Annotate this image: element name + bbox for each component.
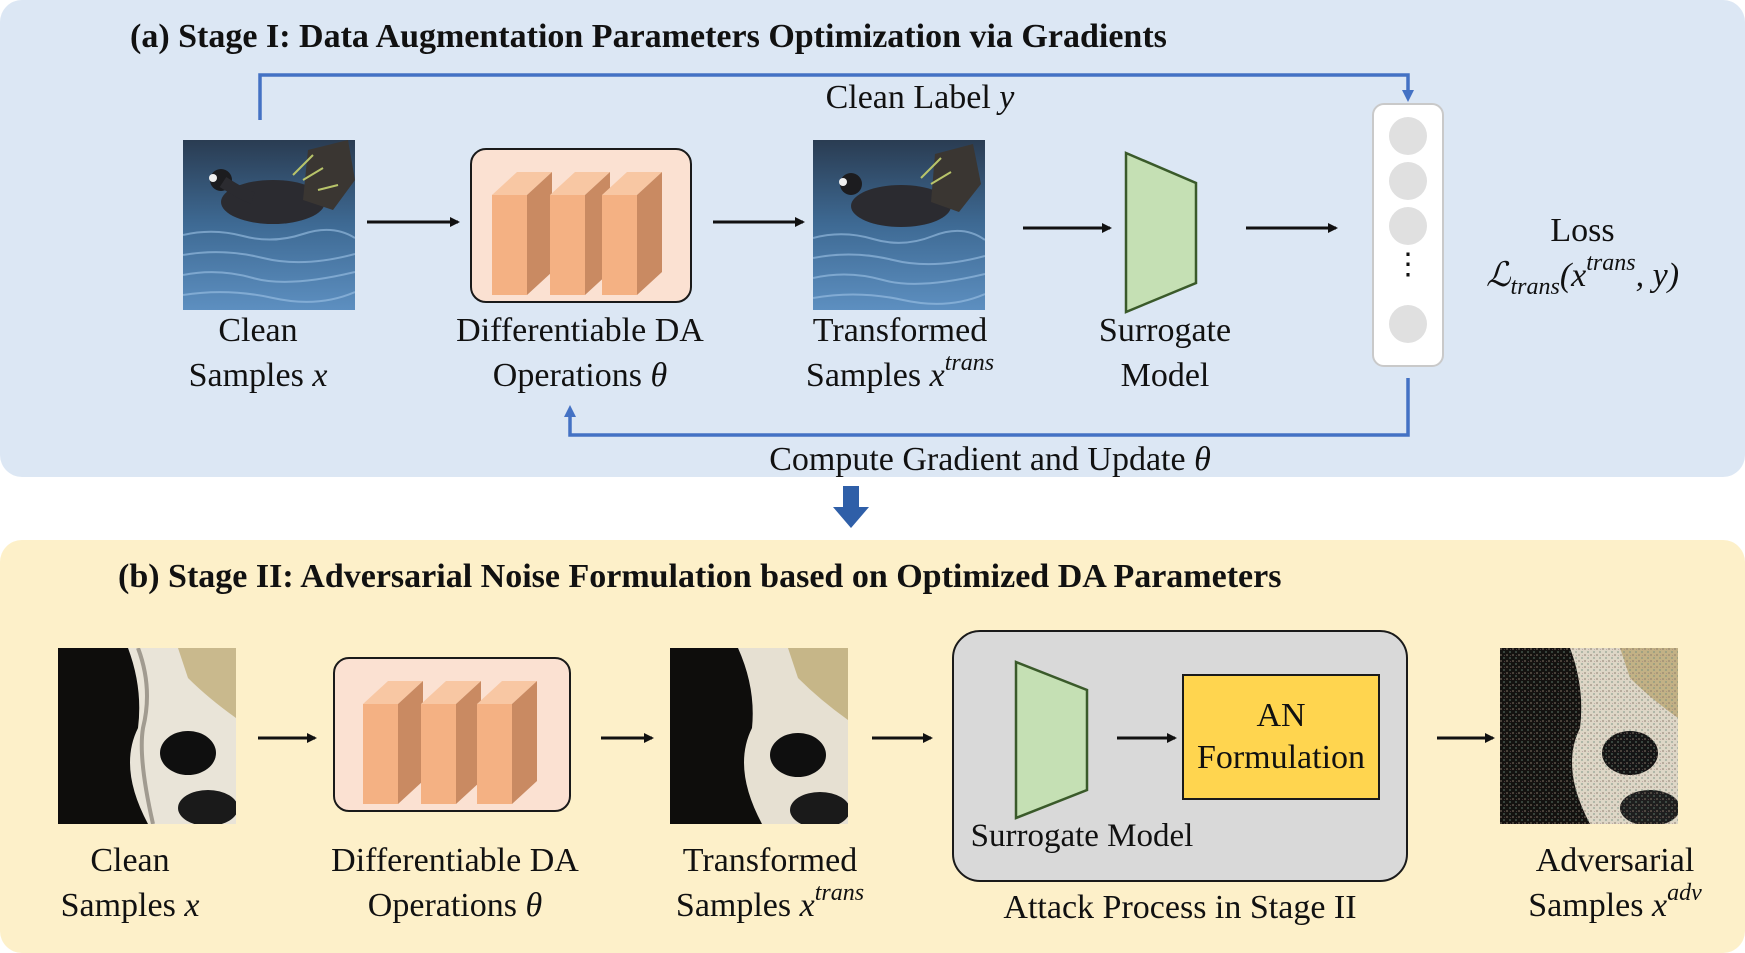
stage1-clean-caption: Clean Samples x [158,308,358,398]
output-neuron [1389,305,1427,343]
stage1-clean-var: x [312,357,328,394]
output-ellipsis: ⋮ [1393,248,1423,281]
stage1-trans-var: x [929,357,945,394]
stage1-da-line2: Operations [492,357,642,394]
stage1-transformed-caption: Transformed Samples xtrans [770,308,1030,398]
loss-caption: Loss ℒtrans(xtrans, y) [1445,208,1720,300]
loss-open: (x [1559,257,1587,294]
stage2-adv-var: x [1651,887,1668,924]
stage2-clean-line2: Samples [60,887,176,924]
stage2-adv-line1: Adversarial [1535,842,1695,879]
gradient-caption: Compute Gradient and Update θ [740,437,1240,482]
clean-label-word: Clean Label [825,79,991,116]
loss-sub: trans [1510,273,1560,300]
stage1-clean-sample-image [183,140,355,310]
stage2-da-line1: Differentiable DA [331,842,579,879]
clean-label-text: Clean Label y [760,75,1080,120]
stage2-clean-var: x [184,887,200,924]
stage-transition-down-arrow [833,486,869,528]
stage1-da-line1: Differentiable DA [456,312,704,349]
stage2-trans-sup: trans [814,879,865,906]
clean-label-var: y [999,79,1015,116]
output-neuron [1389,207,1427,245]
stage1-clean-line2: Samples [188,357,304,394]
stage2-da-var: θ [525,887,543,924]
stage2-clean-sample-image [58,648,236,824]
stage1-da-var: θ [650,357,668,394]
stage2-surrogate-caption: Surrogate Model [970,818,1194,854]
loss-sup: trans [1586,249,1636,276]
stage2-trans-line2: Samples [675,887,792,924]
stage1-da-operations-box [470,148,692,303]
stage2-da-operations-box [333,657,571,812]
stage2-da-caption: Differentiable DA Operations θ [305,838,605,928]
stage2-transformed-sample-image [670,648,848,824]
stage2-trans-line1: Transformed [682,842,858,879]
output-neuron [1389,162,1427,200]
stage2-adv-line2: Samples [1528,887,1644,924]
stage2-adv-sup: adv [1667,879,1702,906]
stage1-clean-line1: Clean [218,312,298,349]
stage2-title: (b) Stage II: Adversarial Noise Formulat… [118,558,1282,595]
an-line2: Formulation [1196,739,1366,776]
stage1-surrogate-line2: Model [1120,357,1210,394]
loss-word: Loss [1550,212,1615,249]
stage1-surrogate-line1: Surrogate [1098,312,1232,349]
stage2-clean-line1: Clean [90,842,170,879]
stage1-da-caption: Differentiable DA Operations θ [430,308,730,398]
stage1-surrogate-caption: Surrogate Model [1070,308,1260,398]
stage2-adversarial-sample-image [1500,648,1678,824]
output-neuron [1389,117,1427,155]
stage1-trans-sup: trans [944,349,995,376]
da-block-icon [492,172,552,295]
stage2-transformed-caption: Transformed Samples xtrans [640,838,900,928]
attack-process-box: Surrogate Model AN Formulation [952,630,1408,882]
stage1-transformed-sample-image [813,140,985,310]
stage2-panel [0,540,1745,953]
stage2-adversarial-caption: Adversarial Samples xadv [1485,838,1745,928]
stage2-clean-caption: Clean Samples x [30,838,230,928]
gradient-var: θ [1194,441,1211,478]
an-line1: AN [1256,697,1306,734]
an-formulation-box: AN Formulation [1182,674,1380,800]
loss-symbol: ℒ [1485,257,1511,294]
stage1-title: (a) Stage I: Data Augmentation Parameter… [130,18,1167,55]
stage2-da-line2: Operations [367,887,517,924]
da-block-icon [363,681,423,804]
stage1-trans-line2: Samples [805,357,922,394]
loss-close: , y) [1635,257,1680,294]
attack-process-caption: Attack Process in Stage II [1003,889,1357,926]
gradient-text: Compute Gradient and Update [769,441,1186,478]
output-layer-column: ⋮ [1372,103,1444,367]
stage1-trans-line1: Transformed [812,312,988,349]
stage2-trans-var: x [799,887,815,924]
